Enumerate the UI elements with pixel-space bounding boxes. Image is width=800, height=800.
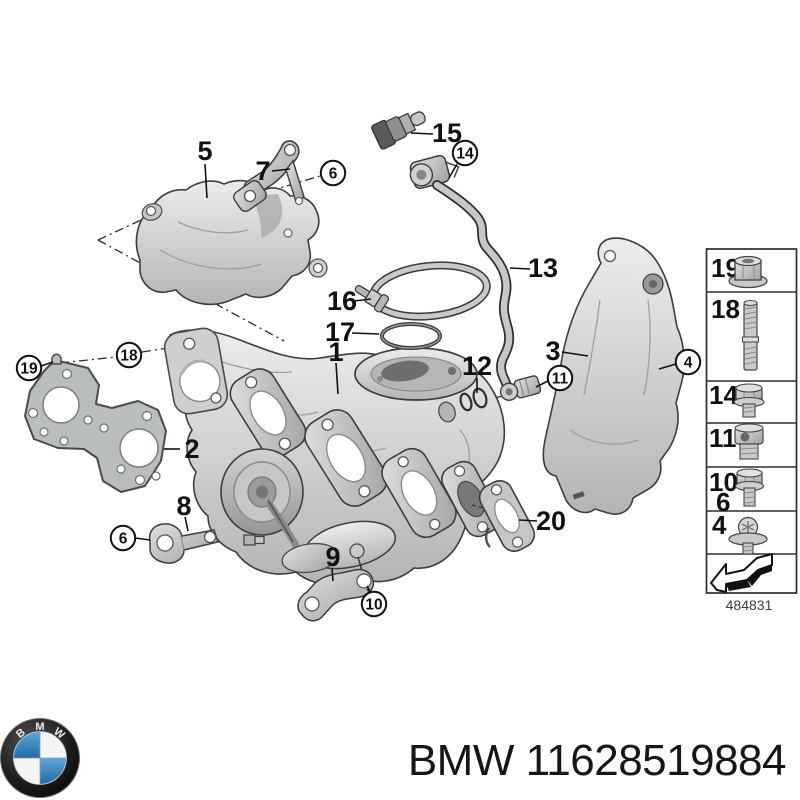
part-3-heat-shield — [542, 237, 685, 515]
direction-of-travel-arrow-icon — [710, 553, 773, 593]
part-1-turbocharger-exhaust-manifold — [163, 327, 506, 585]
part-2-manifold-gasket — [24, 353, 167, 493]
manifold-port-flange-1 — [229, 368, 307, 458]
part-17-o-ring-gasket — [380, 322, 442, 350]
callout-6-top-text: 6 — [329, 166, 338, 183]
part-13-oil-supply-pipe — [432, 180, 515, 391]
callout-circle-4: 4 — [674, 348, 702, 376]
legend-number-14: 14 — [709, 380, 738, 410]
part-11-banjo-bolt-elbow — [499, 375, 542, 401]
bolt-6-small — [243, 534, 265, 546]
callout-circle-19: 19 — [15, 354, 43, 382]
part-8-support-bracket — [148, 523, 219, 564]
callout-11-text: 11 — [552, 371, 569, 388]
part-9-support-bracket — [297, 568, 375, 622]
callout-10-text: 10 — [365, 597, 382, 614]
callout-18-text: 18 — [120, 348, 138, 365]
callout-5: 5 — [197, 136, 212, 166]
stud-bolt-icon — [742, 300, 759, 371]
manifold-port-flange-left — [163, 327, 229, 415]
part-14-banjo-fitting — [409, 154, 460, 190]
callout-circle-6-left: 6 — [109, 524, 137, 552]
part-number-caption: BMW 11628519884 — [408, 736, 786, 785]
legend-number-18: 18 — [711, 294, 740, 324]
callout-13: 13 — [528, 253, 558, 283]
leader-lines — [40, 132, 677, 594]
callout-19-text: 19 — [20, 361, 38, 378]
part-15-temperature-sensor — [371, 111, 426, 150]
logo-letter-m: M — [35, 721, 44, 733]
callout-7: 7 — [255, 156, 270, 186]
screw-with-washer-icon — [728, 516, 768, 555]
manifold-port-flange-3 — [381, 447, 457, 539]
callout-circle-18: 18 — [115, 341, 143, 369]
callout-6-left-text: 6 — [119, 531, 128, 548]
legend-number-4: 4 — [712, 510, 727, 540]
callout-12: 12 — [462, 351, 492, 381]
oil-line-boss — [438, 401, 456, 423]
callout-1: 1 — [328, 337, 343, 367]
part-16-v-band-clamp — [354, 261, 491, 321]
turbine-housing-lower — [281, 520, 396, 574]
callout-14-text: 14 — [456, 146, 474, 163]
callout-2: 2 — [184, 434, 199, 464]
legend-number-6: 6 — [716, 487, 730, 517]
callout-9: 9 — [325, 542, 340, 572]
callout-circle-10: 10 — [360, 590, 388, 618]
banjo-bolt-icon — [734, 423, 764, 460]
turbo-top-flange — [354, 347, 478, 401]
callout-16: 16 — [327, 286, 357, 316]
callout-circle-11: 11 — [546, 364, 574, 392]
circled-callouts: 6 14 11 4 19 18 6 10 — [15, 139, 702, 618]
callout-circle-14: 14 — [451, 139, 479, 167]
callout-8: 8 — [176, 491, 191, 521]
callout-3: 3 — [545, 336, 560, 366]
part-7-support-bracket — [233, 140, 305, 212]
fastener-legend-table: 19 18 14 — [705, 248, 798, 613]
part-5-heat-shield — [135, 179, 328, 306]
legend-number-11: 11 — [709, 423, 737, 453]
flange-nut-icon — [728, 255, 768, 289]
part-20-outlet-gasket — [478, 480, 536, 552]
diagram-code: 484831 — [726, 597, 773, 613]
callout-circle-6-top: 6 — [319, 159, 347, 187]
callout-17: 17 — [325, 317, 355, 347]
bmw-roundel-logo: B M W — [0, 718, 80, 798]
hex-flange-bolt-icon — [733, 383, 765, 418]
hex-flange-bolt-icon — [734, 468, 765, 507]
turbo-compressor-housing — [220, 448, 304, 550]
callout-20: 20 — [536, 506, 566, 536]
legend-number-10: 10 — [709, 467, 738, 497]
manifold-port-flange-2 — [304, 409, 388, 507]
callout-4-text: 4 — [684, 355, 693, 372]
